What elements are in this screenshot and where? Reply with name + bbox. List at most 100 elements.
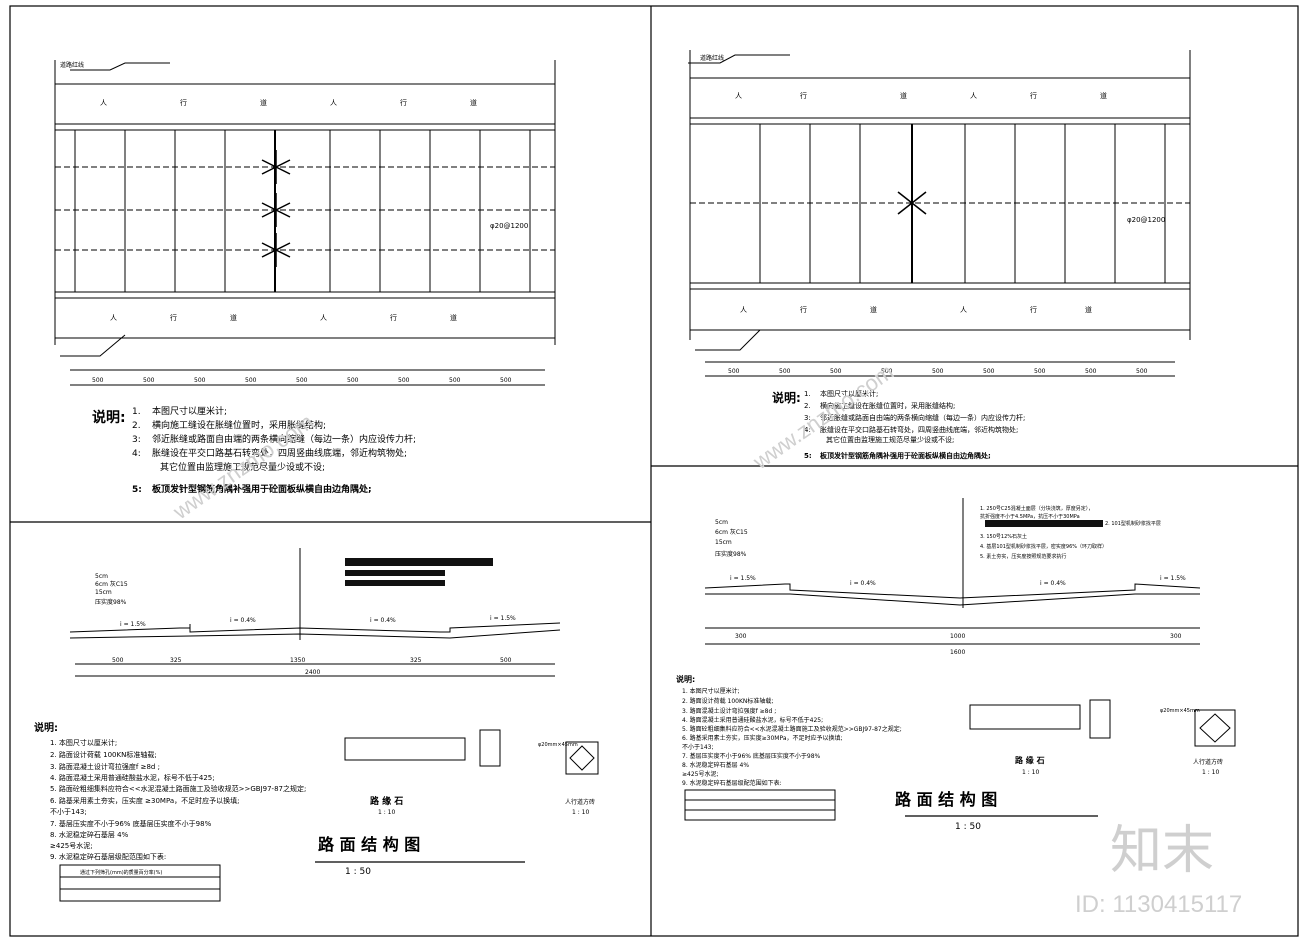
- curb-section-bl: [344, 737, 466, 761]
- total-dim: 1600: [950, 649, 965, 656]
- paver-note-br: φ20mm×45mm: [1160, 708, 1200, 714]
- paver-diamond-br: [1199, 713, 1231, 743]
- note-num: 3:: [804, 414, 811, 422]
- dim-label: 500: [449, 377, 461, 384]
- sidewalk-char: 道: [450, 313, 457, 322]
- sidewalk-char: 道: [900, 91, 907, 100]
- dim-label: 1350: [290, 657, 305, 664]
- dim-label: 500: [830, 368, 842, 375]
- table-header: 通过下列筛孔(mm)的质量百分率(%): [80, 869, 162, 876]
- dim-label: 500: [728, 368, 740, 375]
- note-text: 3. 路面混凝土设计弯拉强度f ≥8d ;: [682, 707, 776, 715]
- note-text: ≥425号水泥;: [682, 770, 719, 778]
- sidewalk-char: 人: [970, 92, 977, 100]
- note-num: 2.: [804, 402, 811, 410]
- gradation-table-br: [684, 789, 836, 821]
- dim-label: 500: [1136, 368, 1148, 375]
- curb-scale-br: 1 : 10: [1022, 769, 1039, 776]
- dim-label: 500: [347, 377, 359, 384]
- red-line-label-tr: 道路红线: [700, 54, 724, 62]
- notes-title-br: 说明:: [676, 674, 695, 684]
- note-text: 2. 路面设计荷载 100KN标准轴载;: [682, 697, 773, 705]
- note-text: 3. 路面混凝土设计弯拉强度f ≥8d ;: [50, 762, 160, 771]
- note-text: 4. 路面混凝土采用普通硅酸盐水泥，标号不低于425;: [682, 716, 823, 724]
- sidewalk-char: 人: [330, 99, 337, 107]
- note-text: 7. 基层压实度不小于96% 底基层压实度不小于98%: [50, 819, 212, 828]
- note-text: 7. 基层压实度不小于96% 底基层压实度不小于98%: [682, 752, 821, 760]
- dim-label: 500: [983, 368, 995, 375]
- dim-label: 500: [112, 657, 124, 664]
- redacted-bar: [345, 558, 493, 566]
- note-text: 不小于143;: [682, 743, 713, 751]
- main-scale-br: 1 : 50: [955, 822, 981, 832]
- rebar-label-tl: φ20@1200: [490, 222, 528, 230]
- paver-plan-br: [1194, 709, 1236, 747]
- dim-label: 1000: [950, 633, 965, 640]
- notes-title-tl: 说明:: [92, 409, 126, 426]
- plan-top-right: 道路红线 φ20@1200 人 行 道 人 行 道 人 行 道 人 行 道 50…: [688, 50, 1191, 460]
- curb-label-br: 路 缘 石: [1015, 755, 1045, 765]
- total-dim: 2400: [305, 669, 320, 676]
- note-text: 5. 路面砼粗细集料应符合<<水泥混凝土路面施工及验收规范>>GBJ97-87之…: [682, 725, 902, 733]
- dim-label: 500: [779, 368, 791, 375]
- dim-label: 500: [92, 377, 104, 384]
- sidewalk-char: 人: [960, 306, 967, 314]
- sidewalk-char: 行: [1030, 91, 1037, 100]
- note-num: 5:: [132, 485, 142, 495]
- note-text: ≥425号水泥;: [50, 841, 93, 850]
- rebar-label-tr: φ20@1200: [1127, 216, 1165, 224]
- watermark-id: ID: 1130415117: [1075, 891, 1242, 918]
- redacted-bar: [345, 580, 445, 586]
- sidewalk-char: 道: [870, 305, 877, 314]
- dim-label: 300: [1170, 633, 1182, 640]
- dim-label: 500: [500, 657, 512, 664]
- note-text: 6. 路基采用素土夯实，压实度≥30MPa，不足时应予以换填;: [682, 734, 843, 742]
- note-num: 1.: [132, 407, 141, 417]
- note-text: 其它位置由监理施工规范尽量少设或不设;: [160, 461, 325, 473]
- layer-label: 5cm: [95, 573, 108, 580]
- sidewalk-char: 道: [1085, 305, 1092, 314]
- paver-diamond-bl: [569, 745, 595, 771]
- slope-label: i = 1.5%: [730, 575, 756, 582]
- sidewalk-char: 行: [390, 313, 397, 322]
- dim-label: 500: [245, 377, 257, 384]
- dim-label: 500: [398, 377, 410, 384]
- section-bottom-right: 5cm 6cm 灰C15 15cm 压实度98% i = 1.5% i = 0.…: [676, 498, 1236, 832]
- main-title-br: 路 面 结 构 图: [895, 790, 997, 809]
- curb-label-bl: 路 缘 石: [370, 795, 403, 807]
- sidewalk-char: 人: [100, 99, 107, 107]
- note-text: 8. 水泥稳定碎石基层 4%: [682, 761, 749, 769]
- slope-label: i = 0.4%: [230, 617, 256, 624]
- curb-end-bl: [479, 729, 501, 767]
- sidewalk-char: 行: [400, 98, 407, 107]
- paver-note-bl: φ20mm×45mm: [538, 742, 578, 748]
- sidewalk-char: 行: [1030, 305, 1037, 314]
- redacted-bar: [345, 570, 445, 576]
- layer-label: 5cm: [715, 519, 728, 526]
- sidewalk-char: 人: [735, 92, 742, 100]
- sidewalk-char: 道: [260, 98, 267, 107]
- dim-label: 500: [500, 377, 512, 384]
- layer-label: 15cm: [715, 539, 732, 546]
- sidewalk-char: 行: [800, 91, 807, 100]
- red-line-label-tl: 道路红线: [60, 61, 84, 69]
- gradation-table-bl: 通过下列筛孔(mm)的质量百分率(%): [59, 864, 221, 902]
- note-text: 本图尺寸以厘米计;: [820, 389, 878, 398]
- layer-label: 压实度98%: [95, 598, 127, 606]
- dim-label: 300: [735, 633, 747, 640]
- dim-label: 500: [143, 377, 155, 384]
- note-text: 4. 路面混凝土采用普通硅酸盐水泥，标号不低于425;: [50, 773, 215, 782]
- notes-title-tr: 说明:: [772, 390, 801, 405]
- note-num: 1.: [804, 390, 811, 398]
- slope-label: i = 1.5%: [490, 615, 516, 622]
- plan-top-left: 道路红线 φ20@1200 人 行 道 人 行 道 人 行 道 人 行 道 50…: [54, 60, 556, 495]
- dim-label: 500: [296, 377, 308, 384]
- dim-label: 500: [194, 377, 206, 384]
- paver-scale-bl: 1 : 10: [572, 809, 589, 816]
- sidewalk-char: 行: [170, 313, 177, 322]
- note-text: 6. 路基采用素土夯实，压实度 ≥30MPa，不足时应予以换填;: [50, 796, 240, 805]
- slope-label: i = 1.5%: [1160, 575, 1186, 582]
- sidewalk-char: 人: [740, 306, 747, 314]
- note-text: 8. 水泥稳定碎石基层 4%: [50, 830, 129, 839]
